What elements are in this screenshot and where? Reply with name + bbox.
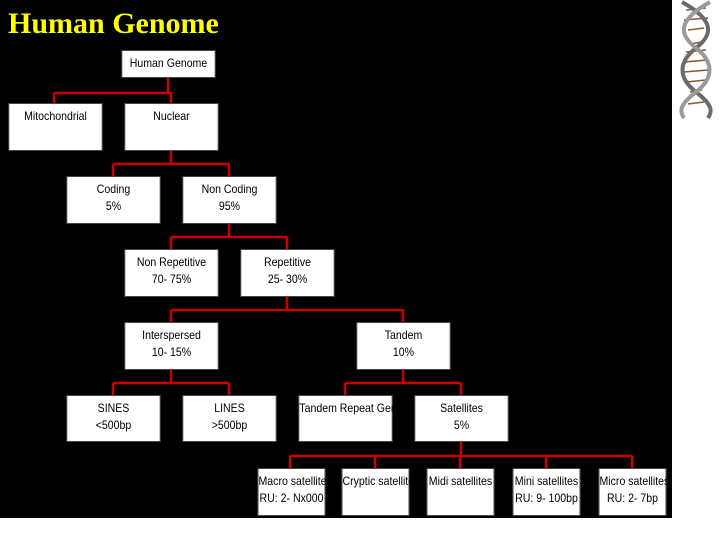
node-repeat-unit: RU: 2- Nx000 <box>259 490 325 507</box>
node-label: Nuclear <box>125 108 217 125</box>
node-label: Human Genome <box>122 55 214 72</box>
node-repeat-unit: RU: 2- 7bp <box>600 490 666 507</box>
node-percent: 5% <box>415 417 507 434</box>
node-mini-satellites: Mini satellites RU: 9- 100bp <box>513 468 581 516</box>
node-size: >500bp <box>183 417 275 434</box>
node-label: Mini satellites <box>514 473 580 490</box>
connector-non-coding <box>171 224 287 249</box>
node-cryptic-satellites: Cryptic satellites <box>342 468 410 516</box>
connector-satellites <box>290 442 632 468</box>
node-satellites: Satellites 5% <box>414 395 508 442</box>
connector-tandem <box>345 370 461 395</box>
node-micro-satellites: Micro satellites RU: 2- 7bp <box>599 468 667 516</box>
node-percent: 5% <box>67 198 159 215</box>
node-label: Tandem <box>357 327 449 344</box>
connector-interspersed <box>113 370 229 395</box>
node-label: Mitochondrial <box>9 108 101 125</box>
node-nuclear: Nuclear <box>124 103 218 151</box>
node-label: Tandem Repeat Genes <box>299 400 391 417</box>
node-percent: 70- 75% <box>125 271 217 288</box>
node-label: SINES <box>67 400 159 417</box>
node-repetitive: Repetitive 25- 30% <box>240 249 334 297</box>
node-label: Interspersed <box>125 327 217 344</box>
connector-repetitive <box>171 297 403 322</box>
node-label: Midi satellites <box>428 473 494 490</box>
node-percent: 10- 15% <box>125 344 217 361</box>
node-coding: Coding 5% <box>66 176 160 224</box>
dna-helix-icon <box>672 0 720 120</box>
node-macro-satellites: Macro satellites RU: 2- Nx000 <box>258 468 326 516</box>
node-label: Micro satellites <box>600 473 666 490</box>
node-non-repetitive: Non Repetitive 70- 75% <box>124 249 218 297</box>
node-label: Macro satellites <box>259 473 325 490</box>
node-sines: SINES <500bp <box>66 395 160 442</box>
node-repeat-unit: RU: 9- 100bp <box>514 490 580 507</box>
node-percent: 95% <box>183 198 275 215</box>
node-tandem-repeat-genes: Tandem Repeat Genes <box>298 395 392 442</box>
node-lines: LINES >500bp <box>182 395 276 442</box>
node-size: <500bp <box>67 417 159 434</box>
node-label: Non Repetitive <box>125 254 217 271</box>
node-tandem: Tandem 10% <box>356 322 450 370</box>
node-label: LINES <box>183 400 275 417</box>
node-human-genome: Human Genome <box>121 50 215 78</box>
node-label: Coding <box>67 181 159 198</box>
node-label: Non Coding <box>183 181 275 198</box>
node-label: Satellites <box>415 400 507 417</box>
connector-nuclear <box>113 151 229 176</box>
node-percent: 25- 30% <box>241 271 333 288</box>
node-label: Repetitive <box>241 254 333 271</box>
node-percent: 10% <box>357 344 449 361</box>
connector-root <box>54 78 171 103</box>
node-mitochondrial: Mitochondrial <box>8 103 102 151</box>
node-midi-satellites: Midi satellites <box>427 468 495 516</box>
node-interspersed: Interspersed 10- 15% <box>124 322 218 370</box>
node-non-coding: Non Coding 95% <box>182 176 276 224</box>
node-label: Cryptic satellites <box>343 473 409 490</box>
